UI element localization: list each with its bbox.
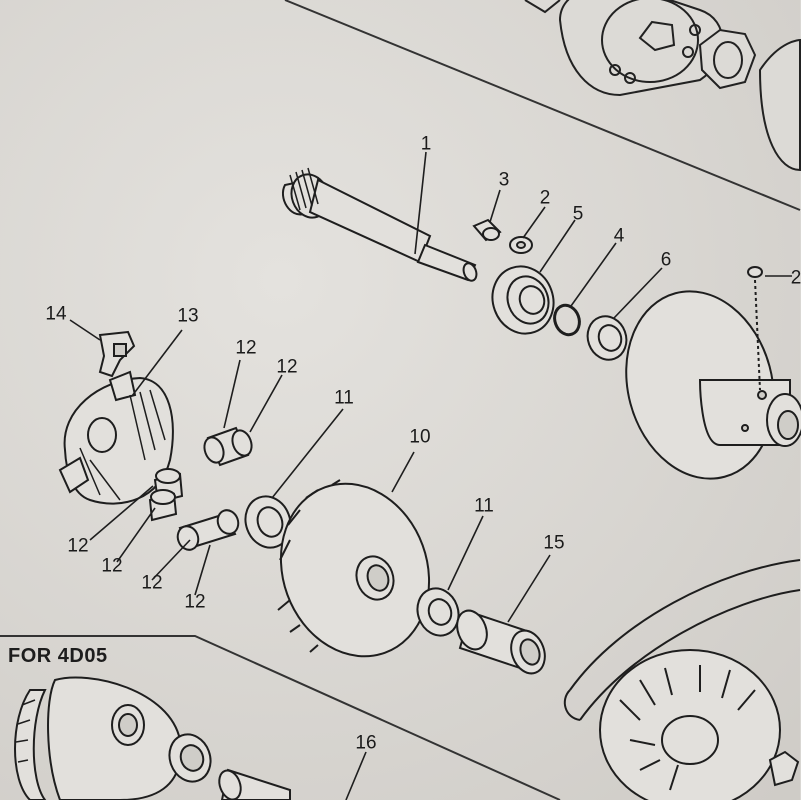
part-6-seal [586,315,628,361]
callout-11-left: 11 [334,387,354,409]
part-14-slider-clip [98,330,136,378]
part-13-ramp-plate [58,370,174,505]
callout-2-pin: 2 [790,267,801,289]
callout-4: 4 [613,225,625,247]
part-2-washer [509,236,533,254]
callout-10: 10 [409,426,431,448]
part-5-bearing [491,265,555,335]
callout-12-c: 12 [67,535,89,557]
part-1-shaft [282,167,478,282]
v-belt [563,559,801,721]
part-15-collar [456,609,546,675]
callout-13: 13 [177,305,199,327]
callout-3: 3 [498,169,510,191]
callout-14: 14 [45,303,67,325]
callout-1: 1 [420,133,432,155]
callout-2-washer: 2 [539,187,551,209]
callout-6: 6 [660,249,672,271]
part-12-rollers [148,426,253,551]
callout-12-d: 12 [101,555,123,577]
part-11-seal-left [244,495,292,549]
callout-12-a: 12 [235,337,257,359]
part-4-circlip [553,303,581,337]
part-3-bolt [472,218,502,242]
clutch-assembly-top [524,0,801,172]
part-10-primary-sheave [277,479,431,658]
part-11-seal-right [416,587,460,637]
callout-16: 16 [355,732,377,754]
callout-11-right: 11 [474,495,494,517]
callout-12-e: 12 [141,572,163,594]
variant-title: FOR 4D05 [8,645,108,667]
callout-5: 5 [572,203,584,225]
fan-pulley-bottom [599,649,800,800]
callout-15: 15 [543,532,565,554]
leader-lines [69,151,792,800]
variant-4d05-parts [14,676,291,800]
callout-12-f: 12 [184,591,206,613]
secondary-sheave [625,266,801,480]
callout-12-b: 12 [276,356,298,378]
